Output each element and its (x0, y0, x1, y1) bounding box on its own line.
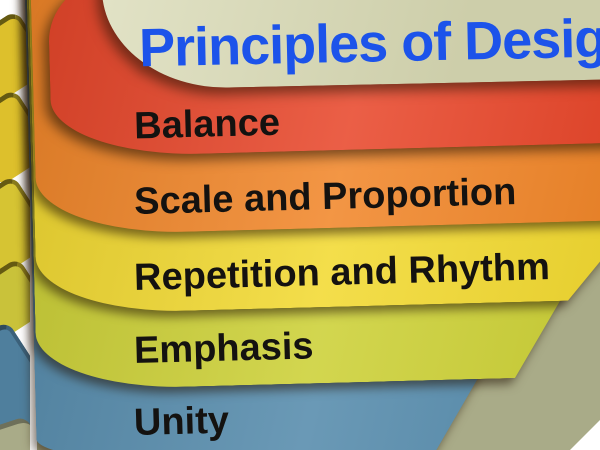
item-label-repetition-and-rhythm: Repetition and Rhythm (133, 246, 551, 300)
item-label-unity: Unity (133, 399, 230, 445)
item-label-balance: Balance (133, 101, 281, 148)
item-label-emphasis: Emphasis (133, 325, 315, 373)
decoration-fragment (0, 88, 30, 187)
item-label-scale-and-proportion: Scale and Proportion (133, 171, 517, 224)
slide-title: Principles of Design (138, 7, 600, 79)
title-card: Principles of Design (101, 0, 600, 91)
left-edge-decoration (0, 0, 30, 450)
